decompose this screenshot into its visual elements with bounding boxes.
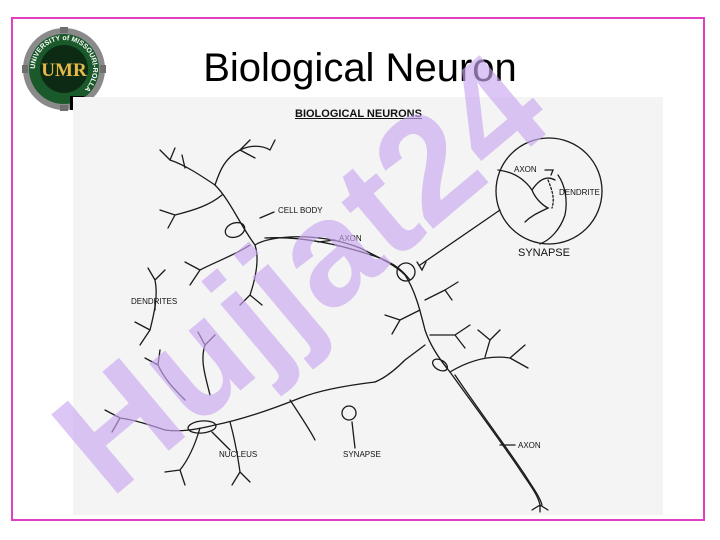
top-nucleus [224,221,246,239]
label-cell-body: CELL BODY [278,206,323,215]
bottom-axon [449,371,541,506]
label-dendrites: DENDRITES [131,297,177,306]
label-axon-bottom: AXON [518,441,541,450]
slide-frame [11,17,705,521]
label-axon-top: AXON [339,234,362,243]
slide-title: Biological Neuron [203,46,517,90]
label-nucleus: NUCLEUS [219,450,257,459]
top-axon [264,237,411,281]
diagram-panel [73,97,663,515]
top-neuron-body [214,184,406,276]
label-inset-axon: AXON [514,165,537,174]
label-inset-synapse: SYNAPSE [518,247,570,259]
synapse-inset [495,137,603,245]
bottom-neuron-body [164,381,376,432]
logo-monogram: UMR [41,60,87,81]
label-inset-dendrite: DENDRITE [559,188,600,197]
university-logo: UNIVERSITY of MISSOURI-ROLLA UMR [22,27,106,111]
top-synapse-circle [396,262,416,282]
middle-neuron-body [404,274,451,373]
label-synapse-bottom: SYNAPSE [343,450,381,459]
bottom-nucleus [187,420,217,434]
diagram-heading: BIOLOGICAL NEURONS [295,108,422,120]
bottom-synapse-circle [341,405,357,421]
